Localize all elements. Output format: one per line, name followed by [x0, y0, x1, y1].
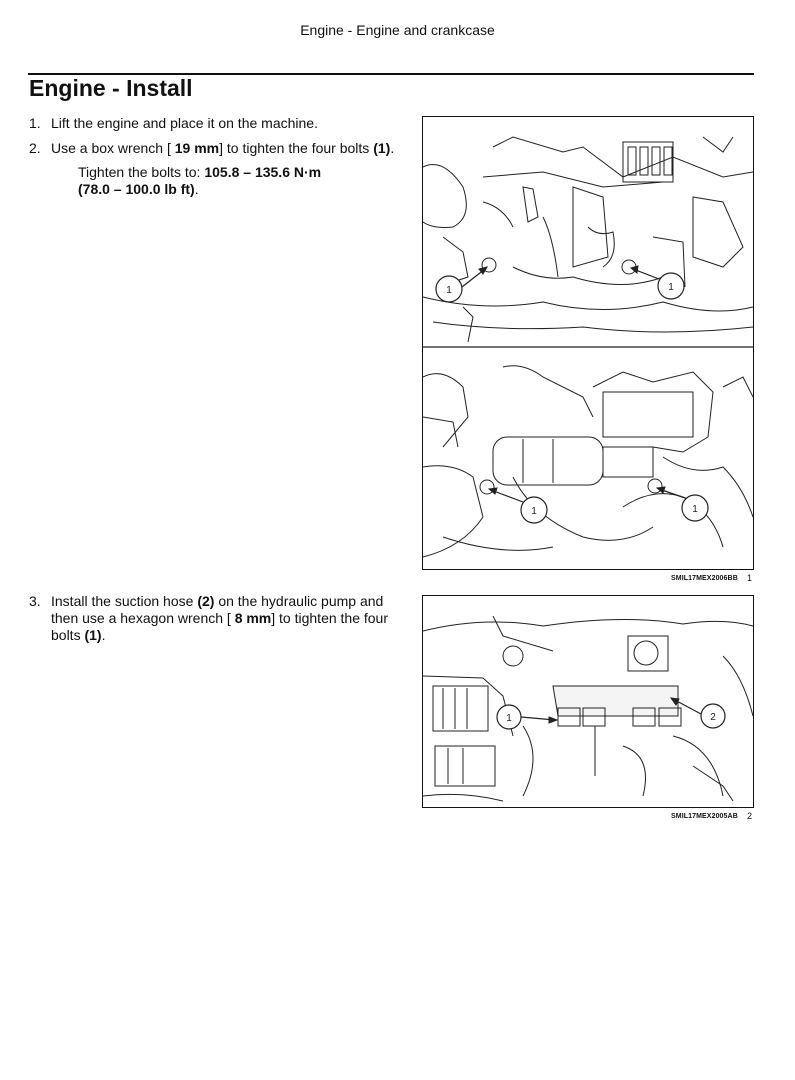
header-rule: [28, 73, 754, 75]
tool-size: 8 mm: [234, 610, 272, 626]
item-ref: (2): [197, 593, 215, 609]
step-number: 1.: [29, 115, 41, 131]
hydraulic-pump-illustration: [423, 615, 753, 802]
step-text: Lift the engine and place it on the mach…: [51, 115, 318, 131]
callout-2: 2: [710, 712, 716, 723]
engine-lower-view-illustration: [423, 365, 753, 558]
running-header: Engine - Engine and crankcase: [300, 22, 495, 38]
callout-1: 1: [506, 713, 512, 724]
figure-1-caption: SMIL17MEX2006BB: [671, 575, 738, 582]
step-number: 3.: [29, 593, 41, 609]
callout-1: 1: [531, 506, 537, 517]
torque-metric: 105.8 – 135.6 N·m: [204, 164, 322, 180]
callout-1: 1: [446, 285, 452, 296]
figure-2-hydraulic-pump: 1 2: [422, 595, 754, 808]
callout-1: 1: [668, 282, 674, 293]
figure-1-number: 1: [747, 573, 753, 583]
page-title: Engine - Install: [29, 75, 193, 101]
step-text: Install the suction hose (2) on the hydr…: [51, 593, 389, 643]
figure-2-number: 2: [747, 811, 753, 821]
torque-imperial: (78.0 – 100.0 lb ft): [78, 181, 195, 197]
step-text: Use a box wrench [ 19 mm] to tighten the…: [51, 140, 395, 156]
item-ref: (1): [84, 627, 102, 643]
figure-2-caption: SMIL17MEX2005AB: [671, 813, 738, 820]
engine-top-view-illustration: [423, 136, 753, 343]
callout-1: 1: [692, 504, 698, 515]
figure-1-engine-mount: 1 1 1: [422, 116, 754, 570]
step-number: 2.: [29, 140, 41, 156]
torque-spec: Tighten the bolts to: 105.8 – 135.6 N·m …: [78, 164, 322, 197]
tool-size: 19 mm: [174, 140, 220, 156]
item-ref: (1): [373, 140, 391, 156]
